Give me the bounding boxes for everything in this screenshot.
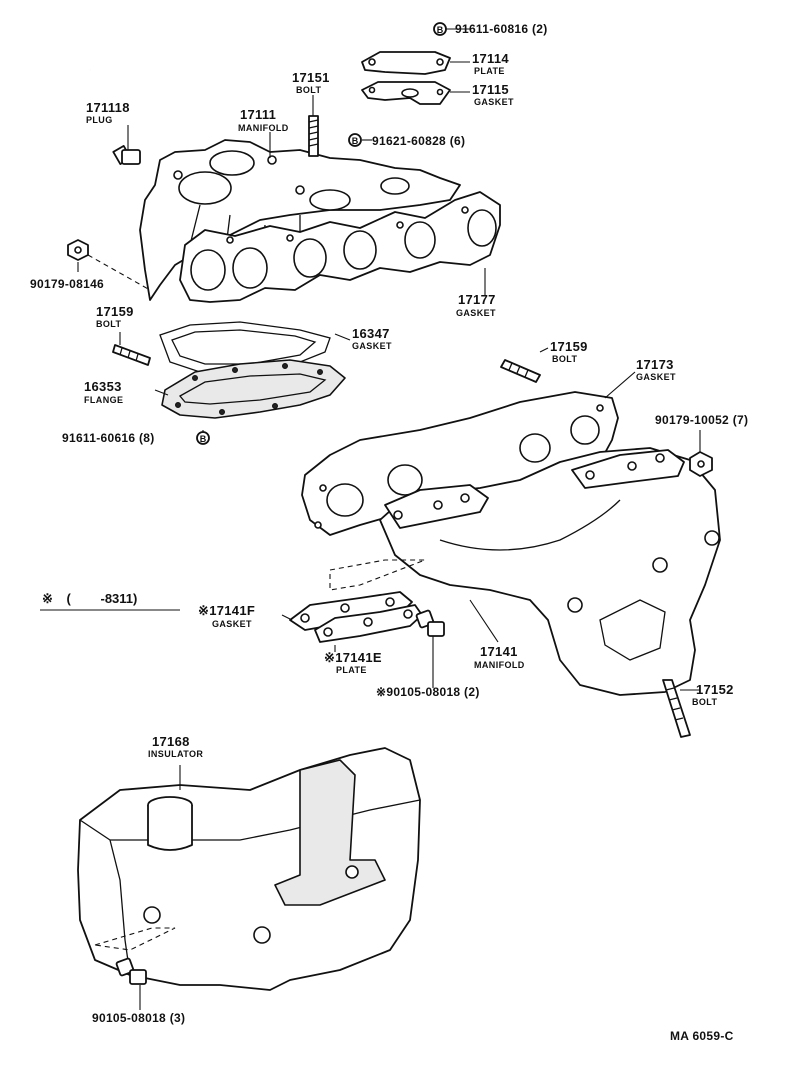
- label-17159-left-name: BOLT: [96, 319, 122, 329]
- label-17168-name: INSULATOR: [148, 749, 204, 759]
- label-91621-60828: 91621-60828 (6): [372, 134, 466, 148]
- intake-gasket-17177-drawing: [179, 191, 501, 303]
- label-171118-number: 171118: [86, 100, 130, 115]
- label-171118-name: PLUG: [86, 115, 113, 125]
- circled-letter-b-icon: B: [196, 431, 210, 445]
- label-17141f-name: GASKET: [212, 619, 252, 629]
- label-17168-number: 17168: [152, 734, 190, 749]
- gasket-16347-drawing: [159, 321, 331, 373]
- svg-text:B: B: [352, 136, 359, 146]
- label-17152-number: 17152: [696, 682, 734, 697]
- gasket-17115-drawing: [361, 81, 451, 105]
- insulator-17168-drawing: [77, 747, 421, 991]
- nut-90179-10052-drawing: [689, 451, 713, 477]
- label-17177-name: GASKET: [456, 308, 496, 318]
- label-90179-10052: 90179-10052 (7): [655, 413, 749, 427]
- label-16353-number: 16353: [84, 379, 122, 394]
- label-17141-number: 17141: [480, 644, 518, 659]
- stud-17152-drawing: [662, 679, 691, 738]
- svg-text:B: B: [200, 434, 207, 444]
- label-90179-08146: 90179-08146: [30, 277, 105, 291]
- plug-171118-drawing: [112, 145, 141, 165]
- reference-mark-icon: ※: [198, 603, 210, 618]
- label-16347-name: GASKET: [352, 341, 392, 351]
- nut-90179-08146-drawing: [67, 239, 89, 261]
- intake-manifold-drawing: [139, 139, 461, 301]
- label-17111-number: 17111: [240, 107, 277, 122]
- label-17151-name: BOLT: [296, 85, 322, 95]
- label-90105-08018-lower: 90105-08018 (3): [92, 1011, 186, 1025]
- label-91611-60816: 91611-60816 (2): [455, 22, 548, 36]
- label-90105-08018-upper: ※90105-08018 (2): [376, 685, 480, 699]
- label-17114-name: PLATE: [474, 66, 505, 76]
- label-17173-number: 17173: [636, 357, 674, 372]
- label-91611-60616: 91611-60616 (8): [62, 431, 155, 445]
- label-16353-name: FLANGE: [84, 395, 124, 405]
- bolt-17151-drawing: [308, 115, 319, 157]
- label-16347-number: 16347: [352, 326, 390, 341]
- bolt-90105-08018-upper-drawing: [415, 609, 445, 637]
- exhaust-manifold-17141-drawing: [379, 447, 721, 696]
- flange-16353-drawing: [161, 359, 346, 419]
- label-17141-name: MANIFOLD: [474, 660, 525, 670]
- circled-letter-b-icon: B: [348, 133, 362, 147]
- label-17159-left-number: 17159: [96, 304, 134, 319]
- label-17159-right-number: 17159: [550, 339, 588, 354]
- label-17141e-number: ※17141E: [324, 650, 382, 665]
- label-17114-number: 17114: [472, 51, 509, 66]
- reference-mark-icon: ※: [42, 591, 53, 606]
- reference-mark-icon: ※: [324, 650, 336, 665]
- plate-17141e-drawing: [314, 604, 423, 643]
- svg-text:B: B: [437, 25, 444, 35]
- label-17141f-number: ※17141F: [198, 603, 256, 618]
- label-17173-name: GASKET: [636, 372, 676, 382]
- label-17115-name: GASKET: [474, 97, 514, 107]
- plate-17114-drawing: [361, 51, 451, 75]
- label-17177-number: 17177: [458, 292, 496, 307]
- gasket-17173-drawing: [301, 391, 619, 536]
- circled-letter-b-icon: B: [433, 22, 447, 36]
- reference-mark-icon: ※: [376, 685, 387, 699]
- label-17159-right-name: BOLT: [552, 354, 578, 364]
- bolt-90105-08018-lower-drawing: [115, 957, 147, 985]
- legend-star-range: ※ ( -8311): [42, 591, 138, 606]
- label-17111-name: MANIFOLD: [238, 123, 289, 133]
- diagram-code: MA 6059-C: [670, 1029, 734, 1043]
- label-17152-name: BOLT: [692, 697, 718, 707]
- label-17115-number: 17115: [472, 82, 509, 97]
- label-17151-number: 17151: [292, 70, 330, 85]
- stud-17159-right-drawing: [500, 359, 541, 383]
- stud-17159-left-drawing: [112, 344, 151, 366]
- label-17141e-name: PLATE: [336, 665, 367, 675]
